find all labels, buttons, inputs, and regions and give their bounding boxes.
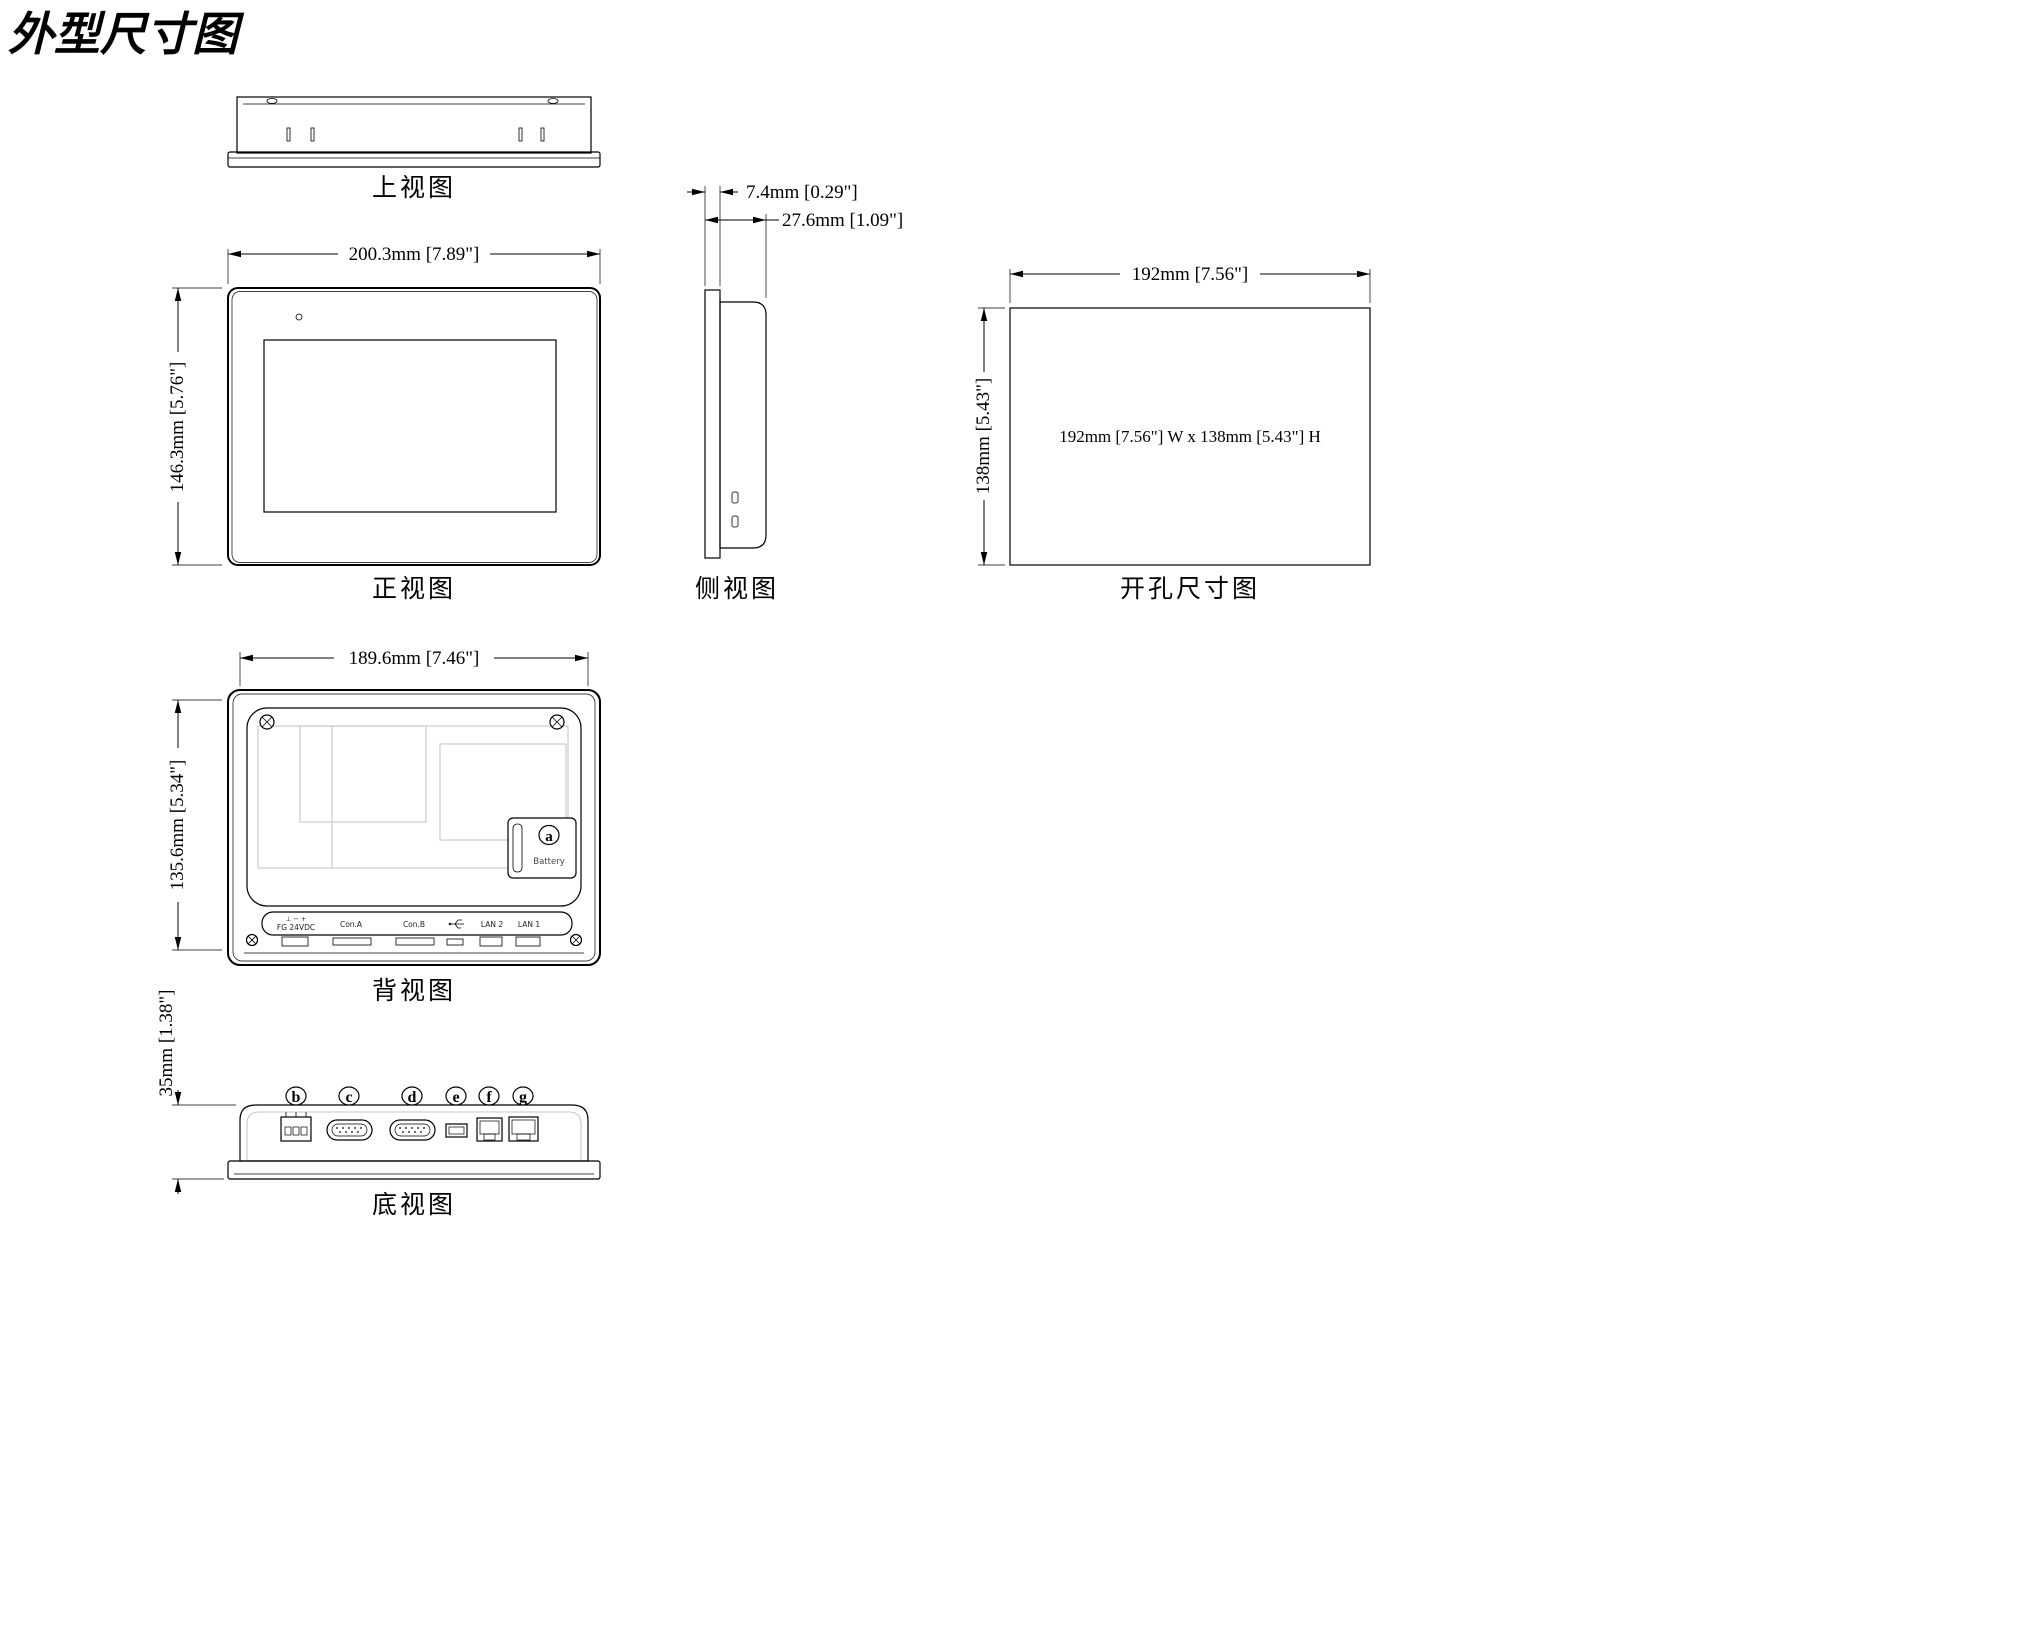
db9-connector-b <box>389 1119 436 1141</box>
callout-letter-c: c <box>345 1089 352 1106</box>
front-outline <box>227 287 601 566</box>
battery-callout-circle <box>538 824 560 846</box>
db9-connector-a <box>326 1119 373 1141</box>
rear-height-text: 135.6mm [5.34"] <box>167 760 188 891</box>
rear-height-dimension: 135.6mm [5.34"] <box>167 699 222 951</box>
usb-port-connector <box>445 1123 468 1138</box>
side-view-label: 侧视图 <box>695 574 779 603</box>
front-outline-inner <box>231 291 598 563</box>
port-label-con-b: Con.B <box>403 920 425 929</box>
bottom-housing <box>239 1104 589 1162</box>
side-depth-text: 27.6mm [1.09"] <box>782 210 903 231</box>
rear-width-text: 189.6mm [7.46"] <box>349 648 480 669</box>
side-bezel <box>704 289 721 559</box>
callout-letter-g: g <box>519 1089 527 1106</box>
cutout-height-dimension: 138mm [5.43"] <box>973 307 1005 566</box>
led-indicator-icon <box>295 313 303 321</box>
front-view: 200.3mm [7.89"] 146.3mm [5.76"] 正视图 <box>167 244 601 603</box>
lan2-port-connector <box>476 1117 503 1142</box>
callout-letter-f: f <box>486 1089 492 1106</box>
cutout-width-dimension: 192mm [7.56"] <box>1009 264 1371 303</box>
rear-view: a Battery ⊥ − + FG 24VDC Con.A Con.B LAN… <box>167 648 601 1005</box>
cutout-view-label: 开孔尺寸图 <box>1120 574 1260 603</box>
callout-circle-e <box>445 1086 467 1106</box>
terminal-marks: ⊥ − + <box>286 915 307 923</box>
port-label-lan1: LAN 1 <box>518 920 540 929</box>
lan1-port-connector <box>508 1116 539 1142</box>
callout-circle-c <box>338 1086 360 1106</box>
side-thickness-dimension: 7.4mm [0.29"] <box>687 182 858 286</box>
cutout-width-text: 192mm [7.56"] <box>1132 264 1248 285</box>
cutout-outline <box>1009 307 1371 566</box>
port-label-strip: ⊥ − + FG 24VDC Con.A Con.B LAN 2 LAN 1 <box>261 911 573 936</box>
top-screw-hole-left <box>266 98 278 104</box>
side-depth-dimension: 27.6mm [1.09"] <box>705 210 903 298</box>
cutout-note-text: 192mm [7.56"] W x 138mm [5.43"] H <box>1059 427 1321 446</box>
front-width-text: 200.3mm [7.89"] <box>349 244 480 265</box>
screw-icon-bottom-left <box>245 933 259 947</box>
cutout-height-text: 138mm [5.43"] <box>973 378 994 494</box>
callout-letter-e: e <box>452 1089 459 1106</box>
callout-circle-g <box>512 1086 534 1106</box>
battery-compartment: a Battery <box>507 817 577 879</box>
power-terminal-connector <box>280 1112 312 1142</box>
port-label-power: FG 24VDC <box>277 923 315 932</box>
top-view-bezel <box>227 151 601 168</box>
bottom-height-text: 35mm [1.38"] <box>156 990 177 1097</box>
front-height-dimension: 146.3mm [5.76"] <box>167 287 222 566</box>
side-view: 7.4mm [0.29"] 27.6mm [1.09"] 侧视图 <box>687 182 903 603</box>
callout-circle-d <box>401 1086 423 1106</box>
cutout-view: 192mm [7.56"] W x 138mm [5.43"] H 192mm … <box>973 264 1371 603</box>
rear-panel <box>246 707 582 907</box>
callout-circle-f <box>478 1086 500 1106</box>
connector-callouts: b c d e f g <box>285 1086 534 1106</box>
front-height-text: 146.3mm [5.76"] <box>167 362 188 493</box>
bottom-housing-inner <box>246 1111 582 1161</box>
bottom-view: b c d e f g 35mm [1.38"] 底视图 <box>156 990 601 1219</box>
top-view-label: 上视图 <box>372 173 456 202</box>
callout-circle-b <box>285 1086 307 1106</box>
rear-view-label: 背视图 <box>372 976 456 1005</box>
rear-connector-edges <box>244 936 584 954</box>
top-screw-hole-right <box>547 98 559 104</box>
usb-icon <box>448 919 464 929</box>
top-view-body <box>236 96 592 154</box>
front-view-label: 正视图 <box>372 574 456 603</box>
callout-letter-b: b <box>292 1089 301 1106</box>
vent-slits <box>286 127 545 142</box>
screw-icon-bottom-right <box>569 933 583 947</box>
bottom-view-label: 底视图 <box>372 1190 456 1219</box>
rear-internal-outlines <box>257 725 569 869</box>
display-screen <box>263 339 557 513</box>
port-label-con-a: Con.A <box>340 920 363 929</box>
rear-width-dimension: 189.6mm [7.46"] <box>239 648 589 686</box>
battery-callout-letter: a <box>545 829 553 845</box>
screw-icon-top-left <box>259 714 275 730</box>
rear-outline-inner <box>232 693 596 962</box>
top-view: 上视图 <box>227 96 601 202</box>
port-label-lan2: LAN 2 <box>481 920 503 929</box>
callout-letter-d: d <box>408 1089 417 1106</box>
front-width-dimension: 200.3mm [7.89"] <box>227 244 601 284</box>
battery-label: Battery <box>533 857 564 867</box>
screw-icon-top-right <box>549 714 565 730</box>
mount-clip-slot-1 <box>731 491 739 504</box>
bottom-height-dimension: 35mm [1.38"] <box>156 990 236 1194</box>
page-title: 外型尺寸图 <box>8 7 245 61</box>
side-body <box>719 301 767 549</box>
mount-clip-slot-2 <box>731 515 739 528</box>
side-thickness-text: 7.4mm [0.29"] <box>746 182 858 203</box>
bottom-bezel <box>227 1160 601 1180</box>
rear-outline <box>227 689 601 966</box>
